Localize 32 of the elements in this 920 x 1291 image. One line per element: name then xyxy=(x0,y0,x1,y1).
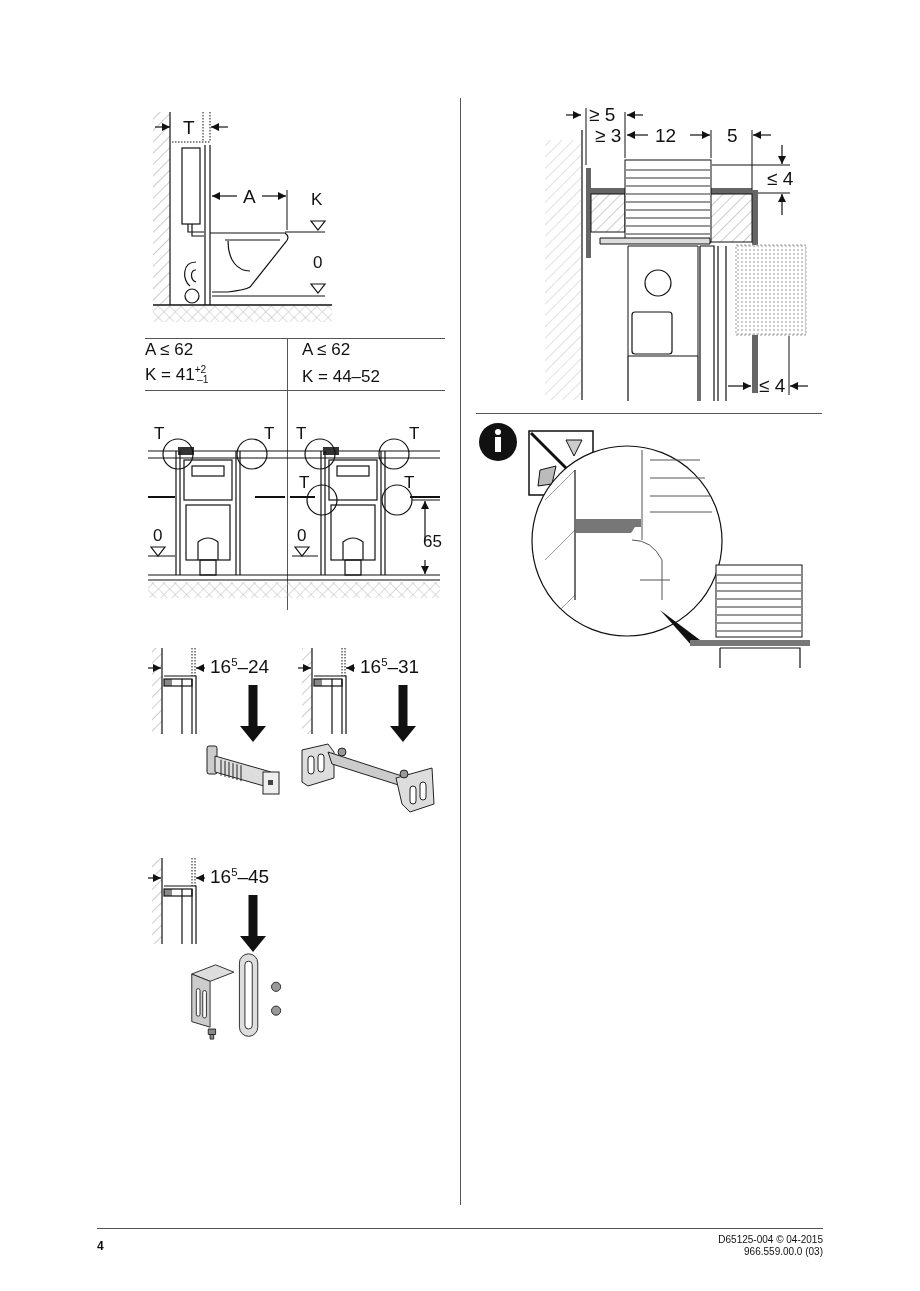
dimension-label: 65 xyxy=(423,533,442,550)
document-number: 966.559.00.0 (03) xyxy=(744,1247,823,1257)
dimension-label: A ≤ 62 xyxy=(145,341,194,358)
dimension-label: T xyxy=(154,425,165,442)
dimension-label: 16$^{5}$–31 xyxy=(360,657,446,681)
dimension-label: 0 xyxy=(313,254,323,271)
arrow xyxy=(240,685,266,742)
dimension-label: ≤ 4 xyxy=(767,169,794,188)
arrow xyxy=(390,685,416,742)
dimension-label: K = 44–52 xyxy=(302,368,380,385)
dimension-label: ≥ 5 xyxy=(589,105,616,124)
dimension-label: T xyxy=(299,474,310,491)
dimension-label: T xyxy=(404,474,415,491)
bracket-picture xyxy=(298,742,438,816)
page-number: 4 xyxy=(97,1240,104,1252)
dimension-label: 0 xyxy=(297,527,307,544)
arrow xyxy=(240,895,266,952)
dimension-label: 12 xyxy=(655,126,677,145)
dimension-label: T xyxy=(183,118,195,137)
dimension-label: A ≤ 62 xyxy=(302,341,351,358)
dimension-label: K xyxy=(311,191,323,208)
dimension-label: 0 xyxy=(153,527,163,544)
dimension-label: 5 xyxy=(727,126,738,145)
dimension-label: ≥ 3 xyxy=(595,126,622,145)
dimension-label: T xyxy=(264,425,275,442)
dimension-label: T xyxy=(296,425,307,442)
dimension-label: T xyxy=(409,425,420,442)
document-number: D65125-004 © 04-2015 xyxy=(718,1235,823,1245)
dimension-label: 16$^{5}$–45 xyxy=(210,867,296,891)
dimension-label: 16$^{5}$–24 xyxy=(210,657,296,681)
dimension-label: ≤ 4 xyxy=(759,376,786,395)
dimension-label: A xyxy=(243,187,256,206)
